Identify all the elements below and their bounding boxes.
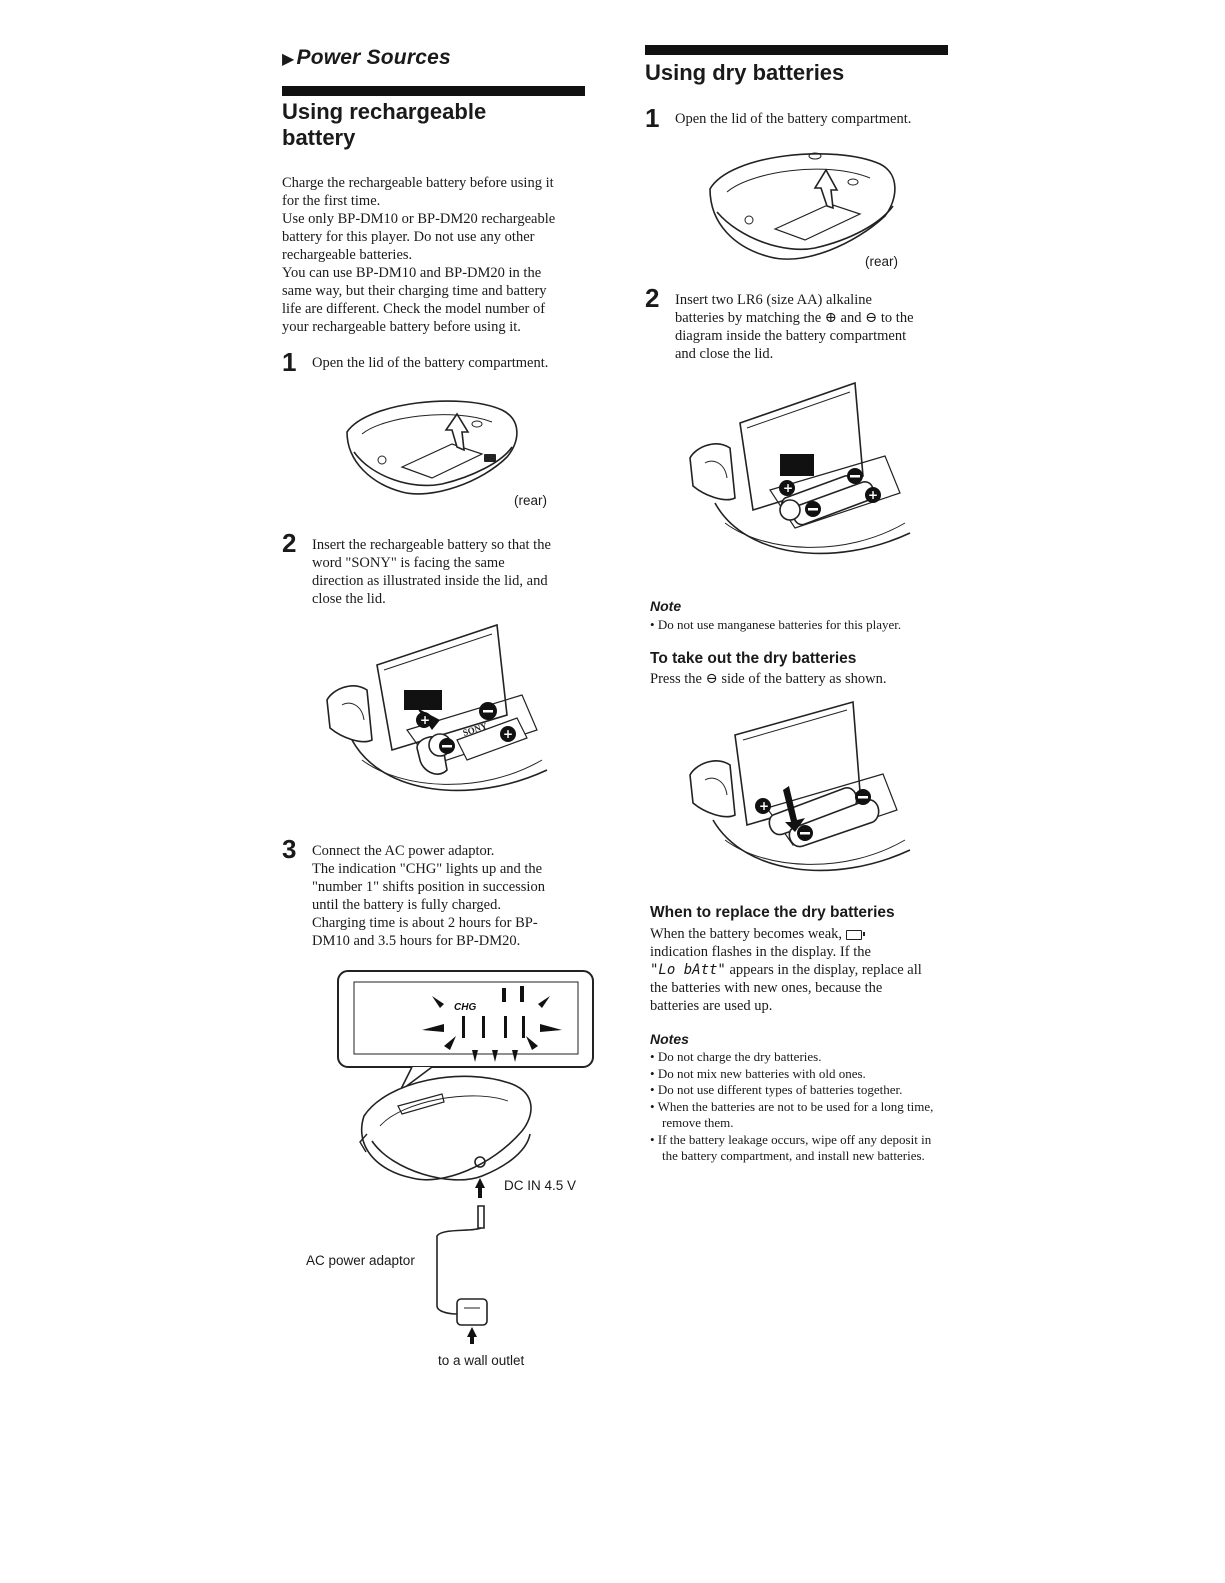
- notes-list: Do not charge the dry batteries. Do not …: [650, 1049, 950, 1165]
- step-number: 2: [282, 528, 297, 558]
- step-text: Insert two LR6 (size AA) alkaline batter…: [675, 292, 914, 362]
- svg-text:+: +: [783, 481, 793, 495]
- right-title: Using dry batteries: [645, 60, 845, 85]
- chg-indicator: CHG: [454, 1002, 476, 1013]
- svg-text:+: +: [759, 799, 769, 813]
- replace-heading: When to replace the dry batteries: [650, 904, 895, 921]
- list-item: When the batteries are not to be used fo…: [650, 1099, 950, 1132]
- list-item: Do not use manganese batteries for this …: [650, 617, 950, 634]
- note-list: Do not use manganese batteries for this …: [650, 617, 950, 634]
- step-text: Insert the rechargeable battery so that …: [312, 537, 551, 607]
- charging-illustration: CHG: [337, 970, 594, 1344]
- section-label: ▶Power Sources: [282, 46, 451, 69]
- lo-batt-indicator: "Lo bAtt": [650, 962, 726, 978]
- note-heading: Note: [650, 598, 682, 614]
- takeout-heading: To take out the dry batteries: [650, 650, 857, 667]
- list-item: Do not mix new batteries with old ones.: [650, 1066, 950, 1083]
- list-item: If the battery leakage occurs, wipe off …: [650, 1132, 950, 1165]
- left-title: Using rechargeable battery: [282, 99, 487, 150]
- notes-heading: Notes: [650, 1031, 689, 1047]
- dc-in-label: DC IN 4.5 V: [504, 1178, 577, 1193]
- step-number: 1: [645, 103, 660, 133]
- rechargeable-battery-illustration: + + SONY: [326, 623, 548, 792]
- wall-outlet-label: to a wall outlet: [438, 1353, 525, 1368]
- remove-batteries-illustration: +: [689, 700, 911, 872]
- dry-batteries-illustration: + +: [689, 381, 911, 555]
- rear-label: (rear): [865, 254, 898, 269]
- heading-rule: [282, 86, 585, 96]
- player-rear-illustration: [709, 152, 896, 260]
- step-number: 2: [645, 283, 660, 313]
- list-item: Do not use different types of batteries …: [650, 1082, 950, 1099]
- list-item: Do not charge the dry batteries.: [650, 1049, 950, 1066]
- rear-label: (rear): [514, 493, 547, 508]
- step-number: 1: [282, 347, 297, 377]
- heading-rule: [645, 45, 948, 55]
- takeout-text: Press the ⊖ side of the battery as shown…: [650, 671, 887, 687]
- step-number: 3: [282, 834, 297, 864]
- replace-text: When the battery becomes weak, indicatio…: [650, 926, 922, 1014]
- ac-adaptor-label: AC power adaptor: [306, 1253, 415, 1268]
- step-text: Open the lid of the battery compartment.: [312, 355, 549, 371]
- step-text: Open the lid of the battery compartment.: [675, 111, 912, 127]
- svg-text:+: +: [503, 727, 513, 741]
- battery-weak-icon: [845, 929, 865, 940]
- step-text: Connect the AC power adaptor. The indica…: [312, 843, 545, 949]
- intro-paragraph: Charge the rechargeable battery before u…: [282, 175, 556, 335]
- triangle-icon: ▶: [282, 51, 295, 68]
- svg-text:+: +: [420, 713, 430, 727]
- svg-text:+: +: [868, 488, 878, 502]
- player-rear-illustration: [346, 400, 518, 495]
